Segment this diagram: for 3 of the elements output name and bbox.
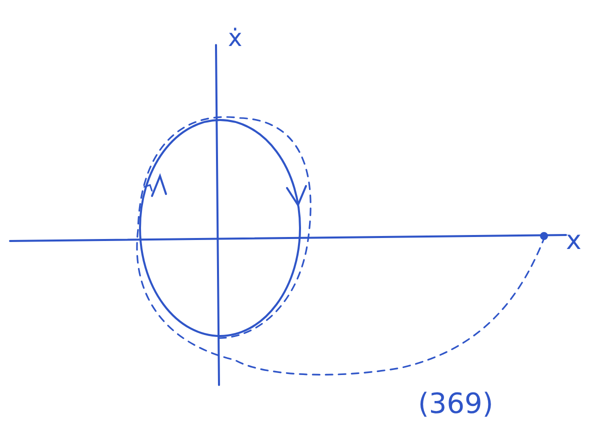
figure-number: (369) <box>418 390 494 418</box>
axis-label: ẋ <box>228 26 242 50</box>
axis-label: x <box>566 228 582 254</box>
